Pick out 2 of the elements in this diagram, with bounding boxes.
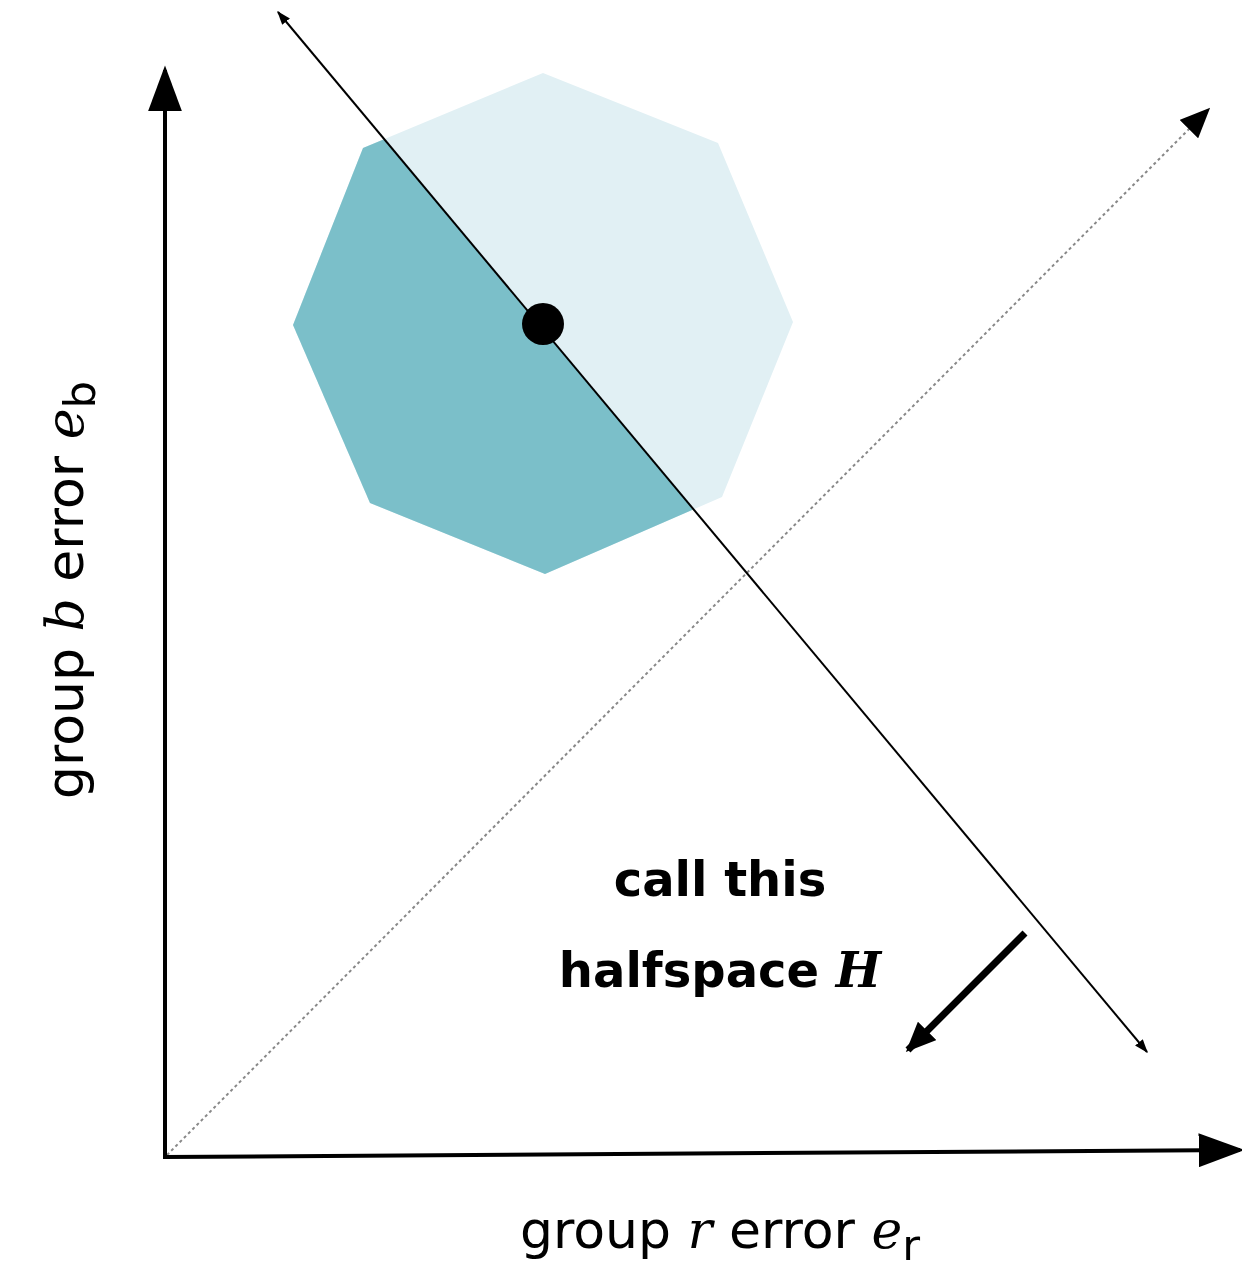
axis-label: group r error e$_{r}$ xyxy=(520,1200,920,1270)
annotation-text: call this halfspace H xyxy=(557,849,884,1000)
